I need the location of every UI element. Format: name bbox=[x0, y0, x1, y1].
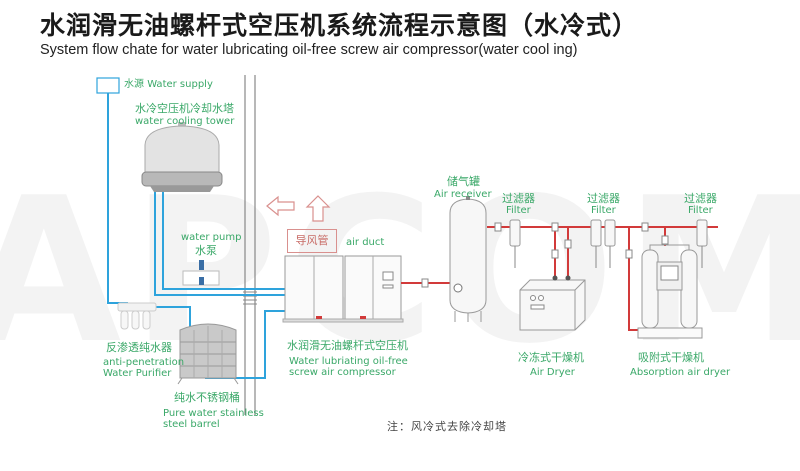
tower-feed-pipe bbox=[162, 190, 290, 290]
water-supply-label-cn: 水源 bbox=[124, 79, 144, 90]
page-subtitle: System flow chate for water lubricating … bbox=[40, 42, 578, 58]
cooling-tower bbox=[141, 122, 223, 192]
air-receiver bbox=[449, 196, 487, 322]
filter-3 bbox=[696, 219, 708, 268]
footnote: 注：风冷式去除冷却塔 bbox=[387, 420, 507, 433]
compressor-label-en2: screw air compressor bbox=[289, 367, 396, 378]
tower-return-pipe bbox=[154, 190, 290, 296]
air-receiver-label-en: Air receiver bbox=[434, 189, 492, 200]
steel-barrel-label-en1: Pure water stainless bbox=[163, 408, 264, 419]
filter-3-label-cn: 过滤器 bbox=[684, 192, 717, 205]
valve-icon bbox=[551, 222, 559, 232]
valve-icon bbox=[421, 278, 429, 288]
valves bbox=[421, 222, 669, 288]
water-supply-box bbox=[96, 77, 120, 94]
purifier-to-barrel-pipe bbox=[152, 306, 191, 330]
water-pump-label-en: water pump bbox=[181, 232, 242, 243]
page-title: 水润滑无油螺杆式空压机系统流程示意图（水冷式） bbox=[40, 11, 639, 40]
air-duct-arrows bbox=[266, 195, 331, 222]
air-dryer bbox=[519, 275, 586, 331]
water-supply-label-en: Water supply bbox=[147, 79, 213, 90]
filter-2a bbox=[590, 219, 602, 268]
ro-purifier-label-en1: anti-penetration bbox=[103, 357, 185, 368]
water-pump bbox=[182, 260, 220, 286]
filter-1-label-cn: 过滤器 bbox=[502, 192, 535, 205]
cooling-tower-label-cn: 水冷空压机冷却水塔 bbox=[135, 102, 234, 115]
valve-icon bbox=[641, 222, 649, 232]
steel-barrel-label-en2: steel barrel bbox=[163, 419, 220, 430]
filter-1 bbox=[509, 219, 521, 268]
filter-3-label-en: Filter bbox=[688, 205, 713, 216]
valve-icon bbox=[564, 239, 572, 249]
valve-icon bbox=[494, 222, 502, 232]
valve-icon bbox=[625, 249, 633, 259]
air-duct-label: air duct bbox=[346, 237, 385, 248]
compressor-label-cn: 水润滑无油螺杆式空压机 bbox=[287, 339, 408, 352]
filter-2-label-en: Filter bbox=[591, 205, 616, 216]
compressor-label-en1: Water lubriating oil-free bbox=[289, 356, 408, 367]
steel-barrel bbox=[177, 323, 239, 385]
absorption-dryer-label-en: Absorption air dryer bbox=[630, 367, 731, 378]
filter-1-label-en: Filter bbox=[506, 205, 531, 216]
filter-2-label-cn: 过滤器 bbox=[587, 192, 620, 205]
water-supply-label: 水源 Water supply bbox=[124, 79, 213, 91]
valve-icon bbox=[661, 235, 669, 245]
air-receiver-label-cn: 储气罐 bbox=[447, 175, 480, 188]
arrow-up-icon bbox=[305, 195, 331, 222]
filter-2b bbox=[604, 219, 616, 268]
air-dryer-label-en: Air Dryer bbox=[530, 367, 575, 378]
air-dryer-label-cn: 冷冻式干燥机 bbox=[518, 351, 584, 364]
absorption-dryer-label-cn: 吸附式干燥机 bbox=[638, 351, 704, 364]
steel-barrel-label-cn: 纯水不锈钢桶 bbox=[174, 391, 240, 404]
ro-purifier-label-en2: Water Purifier bbox=[103, 368, 172, 379]
valve-icon bbox=[551, 249, 559, 259]
filters bbox=[509, 219, 708, 268]
ro-purifier bbox=[117, 302, 157, 330]
compressor bbox=[282, 255, 404, 323]
water-pump-label-cn: 水泵 bbox=[195, 244, 217, 257]
cooling-tower-label-en: water cooling tower bbox=[135, 116, 235, 127]
air-duct-box: 导风管 bbox=[287, 229, 337, 253]
absorption-dryer bbox=[637, 244, 703, 339]
ro-purifier-label-cn: 反渗透纯水器 bbox=[106, 341, 172, 354]
supply-pipe bbox=[107, 93, 128, 304]
arrow-left-icon bbox=[266, 195, 295, 217]
